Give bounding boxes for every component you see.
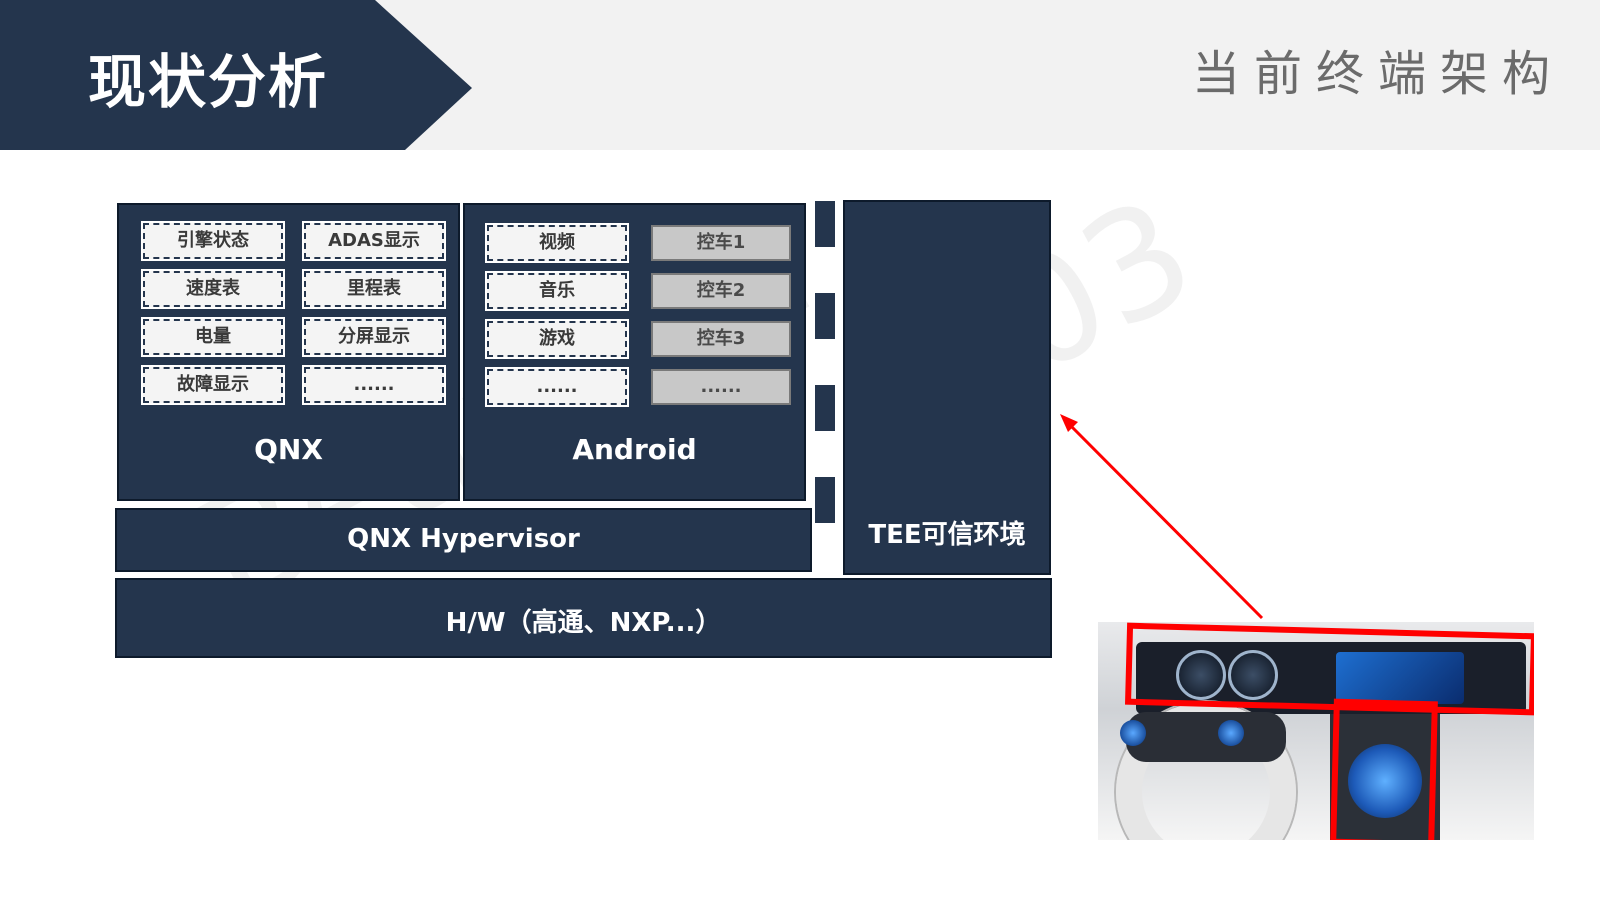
android-label: Android	[572, 433, 697, 466]
qnx-app-speedometer: 速度表	[141, 269, 285, 309]
android-app-more: ......	[485, 367, 629, 407]
qnx-app-more: ......	[302, 365, 446, 405]
android-app-car-control-more: ......	[651, 369, 791, 405]
android-app-video: 视频	[485, 223, 629, 263]
qnx-panel: 引擎状态 ADAS显示 速度表 里程表 电量 分屏显示 故障显示 ...... …	[117, 203, 460, 501]
isolation-separator-alt	[815, 201, 821, 572]
android-app-car-control-3: 控车3	[651, 321, 791, 357]
highlight-dashboard	[1124, 622, 1534, 716]
qnx-app-odometer: 里程表	[302, 269, 446, 309]
steering-wheel-hub	[1126, 712, 1286, 762]
isolation-separator	[815, 201, 835, 572]
tee-panel: TEE可信环境	[843, 200, 1051, 575]
hardware-bar: H/W（高通、NXP...）	[115, 578, 1052, 658]
wheel-button-icon	[1120, 720, 1146, 746]
android-app-car-control-1: 控车1	[651, 225, 791, 261]
qnx-app-engine-status: 引擎状态	[141, 221, 285, 261]
section-title: 当前终端架构	[1191, 46, 1564, 102]
control-knob-icon	[1348, 744, 1422, 818]
page-title: 现状分析	[88, 48, 329, 116]
wheel-button-icon	[1218, 720, 1244, 746]
qnx-app-split-screen: 分屏显示	[302, 317, 446, 357]
android-app-games: 游戏	[485, 319, 629, 359]
hardware-label: H/W（高通、NXP...）	[445, 608, 722, 638]
gauge-icon	[1228, 650, 1278, 700]
gauge-icon	[1176, 650, 1226, 700]
hypervisor-bar: QNX Hypervisor	[115, 508, 812, 572]
car-cockpit-image	[1098, 622, 1534, 840]
tee-label: TEE可信环境	[868, 520, 1026, 550]
title-banner	[0, 0, 472, 150]
media-screen	[1336, 652, 1464, 704]
qnx-app-battery: 电量	[141, 317, 285, 357]
qnx-app-fault-display: 故障显示	[141, 365, 285, 405]
qnx-label: QNX	[254, 433, 323, 466]
highlight-console	[1330, 698, 1438, 840]
android-app-car-control-2: 控车2	[651, 273, 791, 309]
hypervisor-label: QNX Hypervisor	[347, 524, 580, 554]
android-panel: 视频 控车1 音乐 控车2 游戏 控车3 ...... ...... Andro…	[463, 203, 806, 501]
android-app-music: 音乐	[485, 271, 629, 311]
qnx-app-adas-display: ADAS显示	[302, 221, 446, 261]
